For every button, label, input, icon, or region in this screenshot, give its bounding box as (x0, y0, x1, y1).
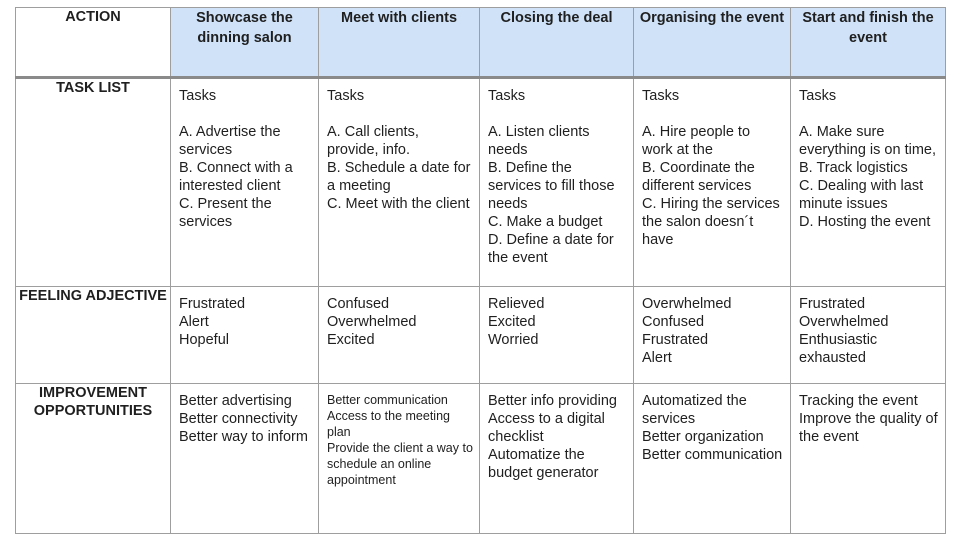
task-item: D. Define a date for the event (488, 232, 614, 266)
improvement-item: Better organization (642, 429, 764, 445)
improvement-item: Tracking the event (799, 393, 918, 409)
task-item: D. Hosting the event (799, 214, 931, 230)
improvement-item: Access to the meeting plan (327, 409, 450, 439)
feeling-item: Worried (488, 332, 539, 348)
feeling-item: Confused (642, 314, 705, 330)
improvement-row: IMPROVEMENT OPPORTUNITIES Better adverti… (15, 383, 946, 534)
task-item: B. Define the services to fill those nee… (488, 160, 615, 212)
column-header-showcase: Showcase the dinning salon (170, 7, 319, 79)
task-item: A. Listen clients needs (488, 124, 590, 158)
improvement-item: Better advertising (179, 393, 292, 409)
improvement-item: Better info providing (488, 393, 617, 409)
task-cell: Tasks A. Make sure everything is on time… (790, 77, 946, 287)
improvement-item: Better communication (327, 393, 448, 407)
header-row: ACTION Showcase the dinning salon Meet w… (15, 7, 946, 79)
improvement-cell: Better communication Access to the meeti… (318, 383, 480, 534)
feeling-item: Excited (327, 332, 375, 348)
improvement-item: Provide the client a way to schedule an … (327, 441, 473, 487)
task-cell: Tasks A. Call clients, provide, info. B.… (318, 77, 480, 287)
row-header-feeling: FEELING ADJECTIVE (15, 286, 171, 384)
improvement-cell: Better advertising Better connectivity B… (170, 383, 319, 534)
task-item: C. Dealing with last minute issues (799, 178, 924, 212)
feeling-item: Alert (179, 314, 209, 330)
row-header-task-list: TASK LIST (15, 77, 171, 287)
column-header-organising-event: Organising the event (633, 7, 791, 79)
column-header-start-finish-event: Start and finish the event (790, 7, 946, 79)
feeling-cell: Relieved Excited Worried (479, 286, 634, 384)
feeling-item: Overwhelmed (642, 296, 732, 312)
task-item: C. Present the services (179, 196, 272, 230)
task-item: C. Hiring the services the salon doesn´t… (642, 196, 780, 248)
improvement-cell: Automatized the services Better organiza… (633, 383, 791, 534)
improvement-item: Better way to inform (179, 429, 308, 445)
feeling-item: Frustrated (799, 296, 866, 312)
improvement-item: Better connectivity (179, 411, 298, 427)
task-item: B. Connect with a interested client (179, 160, 293, 194)
feeling-item: Enthusiastic (799, 332, 878, 348)
column-header-meet-clients: Meet with clients (318, 7, 480, 79)
feeling-cell: Confused Overwhelmed Excited (318, 286, 480, 384)
improvement-item: Better communication (642, 447, 783, 463)
task-item: C. Meet with the client (327, 196, 470, 212)
improvement-item: Improve the quality of the event (799, 411, 938, 445)
feeling-item: Relieved (488, 296, 545, 312)
column-header-closing-deal: Closing the deal (479, 7, 634, 79)
feeling-item: Frustrated (179, 296, 246, 312)
feeling-item: Hopeful (179, 332, 229, 348)
feeling-cell: Overwhelmed Confused Frustrated Alert (633, 286, 791, 384)
feeling-cell: Frustrated Overwhelmed Enthusiastic exha… (790, 286, 946, 384)
task-item: A. Hire people to work at the (642, 124, 751, 158)
feeling-item: Overwhelmed (327, 314, 417, 330)
task-item: A. Advertise the services (179, 124, 281, 158)
improvement-item: Automatized the services (642, 393, 747, 427)
task-heading: Tasks (642, 88, 680, 104)
task-heading: Tasks (327, 88, 365, 104)
task-heading: Tasks (488, 88, 526, 104)
row-header-improvement: IMPROVEMENT OPPORTUNITIES (15, 383, 171, 534)
task-list-row: TASK LIST Tasks A. Advertise the service… (15, 77, 946, 287)
feeling-item: Confused (327, 296, 390, 312)
feeling-item: Alert (642, 350, 672, 366)
task-item: C. Make a budget (488, 214, 603, 230)
task-item: A. Make sure everything is on time, (799, 124, 937, 158)
task-cell: Tasks A. Advertise the services B. Conne… (170, 77, 319, 287)
customer-journey-table: ACTION Showcase the dinning salon Meet w… (15, 7, 946, 534)
feeling-item: Overwhelmed (799, 314, 889, 330)
task-item: B. Track logistics (799, 160, 908, 176)
task-item: A. Call clients, provide, info. (327, 124, 419, 158)
task-item: B. Coordinate the different services (642, 160, 755, 194)
feeling-row: FEELING ADJECTIVE Frustrated Alert Hopef… (15, 286, 946, 384)
feeling-item: Excited (488, 314, 536, 330)
corner-header-action: ACTION (15, 7, 171, 79)
task-item: B. Schedule a date for a meeting (327, 160, 471, 194)
task-heading: Tasks (179, 88, 217, 104)
improvement-cell: Better info providing Access to a digita… (479, 383, 634, 534)
feeling-cell: Frustrated Alert Hopeful (170, 286, 319, 384)
task-cell: Tasks A. Listen clients needs B. Define … (479, 77, 634, 287)
improvement-item: Access to a digital checklist (488, 411, 605, 445)
feeling-item: Frustrated (642, 332, 709, 348)
feeling-item: exhausted (799, 350, 866, 366)
task-cell: Tasks A. Hire people to work at the B. C… (633, 77, 791, 287)
improvement-item: Automatize the budget generator (488, 447, 599, 481)
task-heading: Tasks (799, 88, 837, 104)
improvement-cell: Tracking the event Improve the quality o… (790, 383, 946, 534)
